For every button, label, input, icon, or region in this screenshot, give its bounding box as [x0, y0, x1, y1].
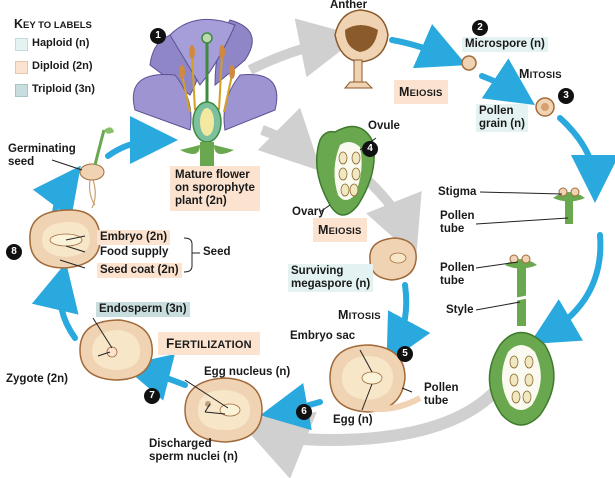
fertilization-ovule-illustration	[184, 377, 263, 443]
gray-arrow-flower-to-ovary	[257, 107, 322, 172]
label-food-supply: Food supply	[100, 246, 169, 258]
step-5-marker: 5	[397, 346, 413, 362]
microspore-cell	[461, 55, 477, 71]
label-style: Style	[446, 304, 474, 316]
label-anther: Anther	[330, 0, 368, 11]
gray-arrow-flower-to-anther	[247, 18, 360, 78]
arrow-anther-to-microspore	[389, 24, 467, 69]
zygote-ovule-illustration	[79, 319, 153, 381]
haploid-swatch	[15, 38, 28, 51]
step-1-marker: 1	[150, 28, 166, 44]
stage-mitosis-top: MITOSIS	[519, 67, 562, 81]
mature-flower	[133, 18, 278, 166]
key-title: KEY TO LABELS	[14, 17, 92, 31]
arrow-germination-to-flower	[105, 116, 178, 165]
triploid-swatch	[15, 84, 28, 97]
label-ovary: Ovary	[292, 206, 325, 218]
stage-meiosis-top: MEIOSIS	[394, 80, 448, 104]
anther-illustration	[334, 9, 389, 89]
label-surviving-megaspore: Surviving megaspore (n)	[288, 264, 374, 292]
label-zygote: Zygote (2n)	[6, 373, 68, 385]
label-embryo-sac: Embryo sac	[290, 330, 356, 342]
ovary-illustration	[315, 125, 377, 216]
step-2-marker: 2	[472, 20, 488, 36]
label-pollen-grain: Pollen grain (n)	[476, 104, 528, 132]
stage-fertilization: FERTILIZATION	[158, 332, 260, 355]
step-6-marker: 6	[296, 404, 312, 420]
label-discharged-sperm: Discharged sperm nuclei (n)	[149, 438, 238, 463]
label-seed-coat: Seed coat (2n)	[97, 263, 182, 278]
key-diploid: Diploid (2n)	[32, 60, 93, 72]
label-seed: Seed	[203, 246, 231, 258]
label-microspore: Microspore (n)	[462, 37, 548, 52]
label-ovule: Ovule	[368, 120, 400, 132]
cycle-arrows	[31, 24, 615, 431]
arrow-pollen-to-stigma	[557, 115, 615, 203]
diploid-swatch	[15, 61, 28, 74]
stage-meiosis-mid: MEIOSIS	[313, 218, 367, 242]
gray-arrow-ovary-to-egg	[236, 376, 510, 478]
label-endosperm: Endosperm (3n)	[96, 302, 190, 317]
germinating-seed-illustration	[79, 127, 114, 209]
label-embryo: Embryo (2n)	[97, 230, 171, 245]
step-4-marker: 4	[362, 141, 378, 157]
label-egg-nucleus: Egg nucleus (n)	[204, 366, 291, 378]
key-haploid: Haploid (n)	[32, 37, 90, 49]
step-8-marker: 8	[6, 244, 22, 260]
key-triploid: Triploid (3n)	[32, 83, 95, 95]
leader-lines	[51, 159, 569, 415]
label-pollen-tube-mid: Pollen tube	[440, 262, 475, 287]
label-stigma: Stigma	[438, 186, 477, 198]
arrow-pollen-tube-to-ovary	[529, 232, 604, 345]
pistil-illustration	[488, 187, 585, 426]
stage-mitosis-mid: MITOSIS	[338, 308, 381, 322]
step-3-marker: 3	[558, 88, 574, 104]
arrow-fertilized-to-zygote	[122, 353, 188, 401]
arrow-zygote-to-seed	[31, 262, 79, 341]
label-germinating-seed: Germinating seed	[8, 143, 76, 168]
seed-illustration	[29, 209, 101, 269]
arrow-megaspore-to-embryo-sac	[386, 282, 431, 364]
label-mature-flower: Mature flower on sporophyte plant (2n)	[170, 166, 260, 211]
label-pollen-tube-bottom: Pollen tube	[424, 382, 459, 407]
label-egg: Egg (n)	[333, 414, 373, 426]
label-pollen-tube-top: Pollen tube	[440, 210, 475, 235]
step-7-marker: 7	[144, 388, 160, 404]
embryo-sac-ovule-illustration	[329, 344, 422, 413]
megaspore-ovule-illustration	[369, 237, 417, 281]
arrow-microspore-to-pollen-grain	[479, 58, 535, 105]
